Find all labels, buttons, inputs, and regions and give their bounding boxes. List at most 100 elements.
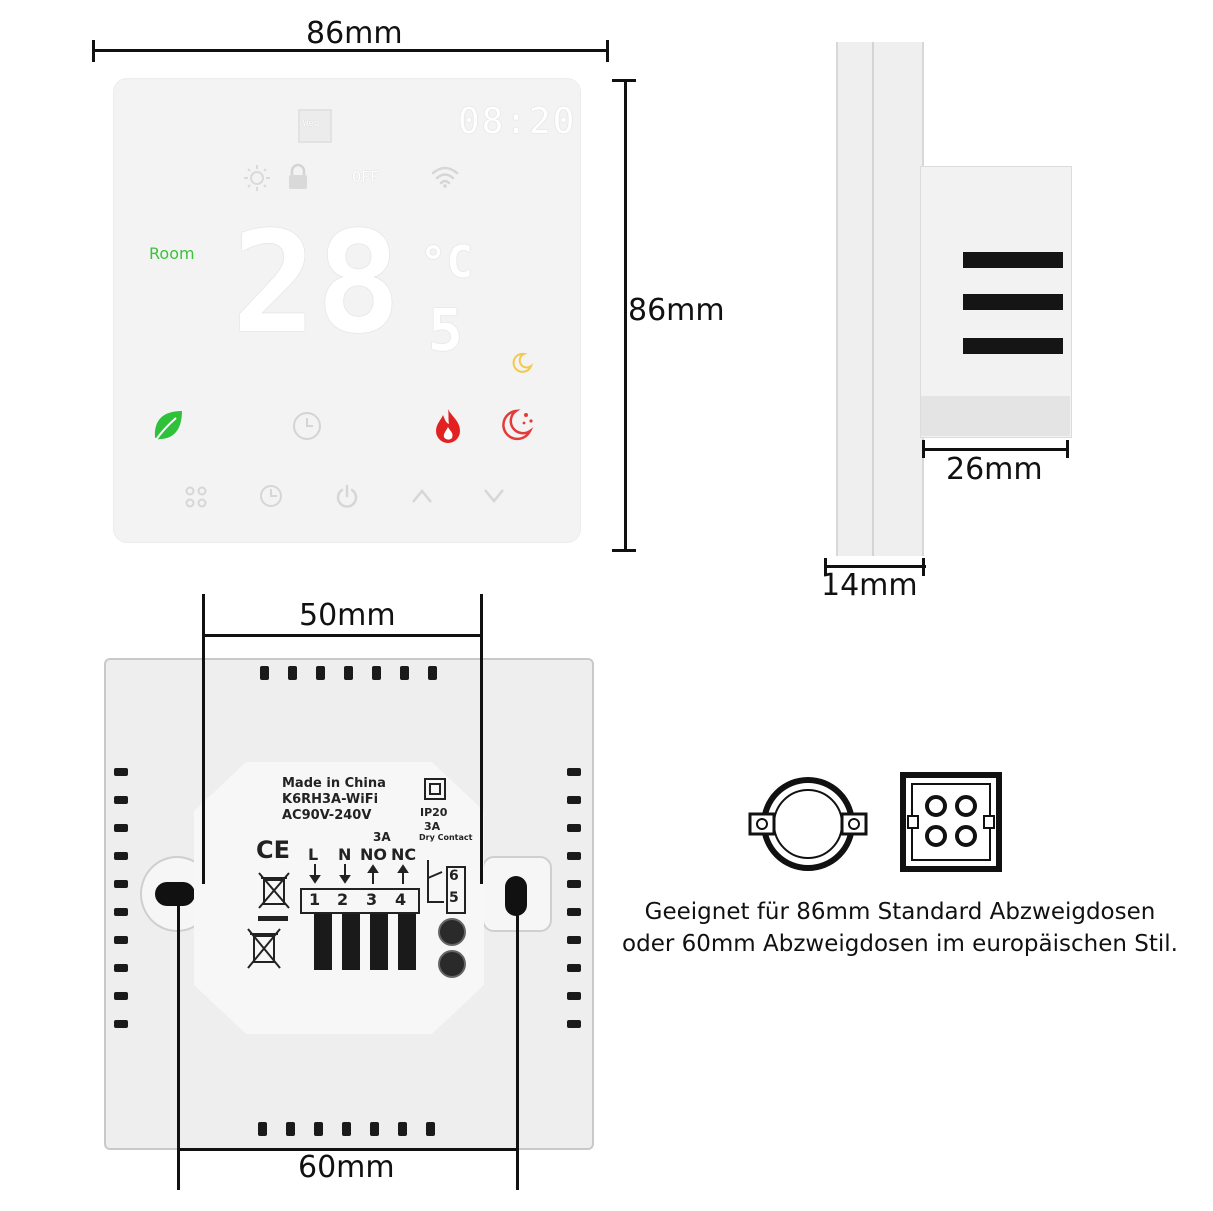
dry-contact-icon bbox=[427, 860, 444, 903]
vent-slot bbox=[398, 1122, 407, 1136]
aux-number-6: 6 bbox=[449, 868, 459, 884]
terminal-name-nc: NC bbox=[391, 845, 417, 864]
front-height-label: 86mm bbox=[628, 293, 725, 328]
front-width-tick-right bbox=[606, 40, 609, 62]
vent-slot bbox=[567, 1020, 581, 1028]
label-voltage: AC90V-240V bbox=[282, 808, 372, 823]
back-outer-left-line bbox=[177, 894, 180, 1190]
back-inner-left-line bbox=[202, 594, 205, 884]
aux-number-5: 5 bbox=[449, 890, 459, 906]
side-thickness-tick-right bbox=[922, 558, 925, 576]
terminal-name-l: L bbox=[308, 845, 319, 864]
terminal-name-no: NO bbox=[360, 845, 387, 864]
screw-terminal bbox=[370, 914, 388, 970]
vent-slot bbox=[428, 666, 437, 680]
vent-slot bbox=[114, 964, 128, 972]
vent-slot bbox=[400, 666, 409, 680]
ce-mark: CE bbox=[256, 836, 291, 864]
thermostat-front-panel: Wed 08:20 OFF Room 28 5 °C bbox=[113, 78, 581, 543]
up-icon[interactable] bbox=[410, 487, 434, 505]
terminal-number-3: 3 bbox=[366, 890, 378, 909]
caption-line-2: oder 60mm Abzweigdosen im europäischen S… bbox=[622, 931, 1178, 957]
side-thickness-tick-left bbox=[824, 558, 827, 576]
terminal-number-1: 1 bbox=[309, 890, 321, 909]
vent-slot bbox=[114, 880, 128, 888]
side-box-tick-left bbox=[922, 440, 925, 458]
clock-icon bbox=[293, 412, 321, 440]
side-view-box-bottom bbox=[921, 396, 1070, 436]
front-height-tick-bottom bbox=[612, 549, 636, 552]
front-width-tick-left bbox=[92, 40, 95, 62]
vent-slot bbox=[567, 768, 581, 776]
temperature-main: 28 bbox=[232, 202, 401, 365]
vent-slot bbox=[567, 796, 581, 804]
grid-icon[interactable] bbox=[184, 485, 208, 509]
side-view-panel bbox=[836, 42, 924, 556]
vent-slot bbox=[260, 666, 269, 680]
vent-slot bbox=[114, 1020, 128, 1028]
front-height-line bbox=[624, 80, 627, 552]
vent-slot bbox=[114, 908, 128, 916]
front-width-line bbox=[93, 49, 609, 52]
vent-slot bbox=[258, 1122, 267, 1136]
label-dry-contact: Dry Contact bbox=[419, 833, 473, 842]
vent-slot bbox=[316, 666, 325, 680]
vent-slot bbox=[426, 1122, 435, 1136]
temperature-unit: °C bbox=[420, 237, 473, 288]
back-outer-label: 60mm bbox=[298, 1150, 395, 1185]
screw-terminal bbox=[314, 914, 332, 970]
vent-slot bbox=[114, 852, 128, 860]
side-thickness-line bbox=[825, 565, 926, 568]
back-inner-label: 50mm bbox=[299, 598, 396, 633]
weee-bin-icon bbox=[258, 872, 290, 909]
vent-slot bbox=[114, 768, 128, 776]
terminal-number-2: 2 bbox=[337, 890, 349, 909]
vent-slot bbox=[567, 852, 581, 860]
side-box-label: 26mm bbox=[946, 452, 1043, 487]
vent-slot bbox=[288, 666, 297, 680]
flame-icon bbox=[436, 409, 460, 443]
weee-bar bbox=[258, 916, 288, 921]
down-icon[interactable] bbox=[482, 487, 506, 505]
mount-hole-left-slot bbox=[155, 882, 195, 906]
day-text: Wed bbox=[303, 119, 320, 129]
caption-line-1: Geeignet für 86mm Standard Abzweigdosen bbox=[644, 899, 1156, 925]
side-box-tick-right bbox=[1066, 440, 1069, 458]
screw-terminal bbox=[398, 914, 416, 970]
back-outer-line bbox=[177, 1148, 519, 1151]
front-height-tick-top bbox=[612, 79, 636, 82]
vent-slot bbox=[114, 992, 128, 1000]
aux-screw bbox=[438, 950, 466, 978]
moon-stars-icon bbox=[502, 409, 534, 441]
back-outer-right-line bbox=[516, 894, 519, 1190]
vent-slot bbox=[567, 992, 581, 1000]
vent-slot bbox=[286, 1122, 295, 1136]
sun-icon bbox=[244, 165, 270, 191]
vent-slot bbox=[567, 824, 581, 832]
leaf-icon bbox=[154, 411, 182, 441]
side-vent-slot bbox=[963, 294, 1063, 310]
back-inner-line bbox=[202, 634, 483, 637]
power-icon[interactable] bbox=[334, 483, 360, 509]
time-display: 08:20 bbox=[458, 101, 577, 142]
compatibility-caption: Geeignet für 86mm Standard Abzweigdosen … bbox=[600, 896, 1200, 960]
label-relay-current: 3A bbox=[373, 830, 391, 844]
label-ip-rating: IP20 bbox=[420, 806, 448, 819]
vent-slot bbox=[114, 796, 128, 804]
terminal-module bbox=[194, 762, 484, 1034]
timer-icon[interactable] bbox=[258, 483, 284, 509]
vent-slot bbox=[344, 666, 353, 680]
lock-icon bbox=[289, 163, 307, 189]
moon-icon bbox=[512, 352, 534, 373]
vent-slot bbox=[342, 1122, 351, 1136]
wifi-icon bbox=[431, 166, 459, 188]
label-origin: Made in China bbox=[282, 776, 386, 791]
vent-slot bbox=[114, 936, 128, 944]
back-inner-right-line bbox=[480, 594, 483, 884]
vent-slot bbox=[114, 824, 128, 832]
screw-terminal bbox=[342, 914, 360, 970]
vent-slot bbox=[314, 1122, 323, 1136]
day-box: Wed bbox=[298, 109, 332, 143]
temperature-decimal: 5 bbox=[428, 296, 463, 364]
aux-number-box bbox=[446, 866, 466, 914]
